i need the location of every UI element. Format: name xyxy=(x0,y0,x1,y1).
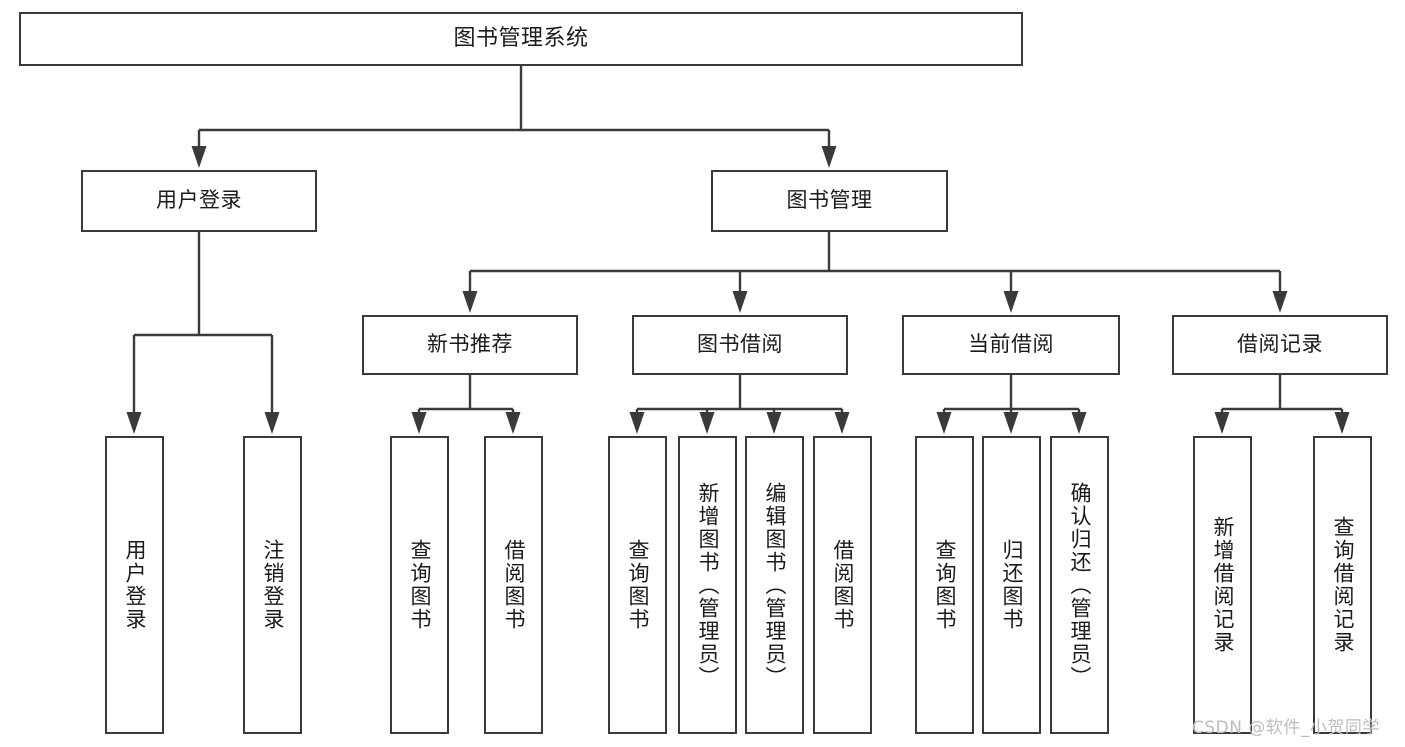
arrowhead-icon xyxy=(1071,412,1087,434)
arrowhead-icon xyxy=(936,412,952,434)
node-label: 查询图书 xyxy=(626,539,651,631)
arrowhead-icon xyxy=(191,146,207,168)
arrowhead-icon xyxy=(505,412,521,434)
node-leaf-query-book-3[interactable]: 查询图书 xyxy=(915,436,974,734)
node-label: 新书推荐 xyxy=(427,332,513,357)
node-label: 用户登录 xyxy=(156,188,242,213)
node-leaf-edit-book[interactable]: 编辑图书（管理员） xyxy=(745,436,804,734)
arrowhead-icon xyxy=(411,412,427,434)
node-label: 查询图书 xyxy=(408,539,433,631)
arrowhead-icon xyxy=(126,412,142,434)
node-borrow-record[interactable]: 借阅记录 xyxy=(1172,315,1388,375)
node-label: 查询借阅记录 xyxy=(1331,516,1356,654)
node-label: 用户登录 xyxy=(123,539,148,631)
node-leaf-return-book[interactable]: 归还图书 xyxy=(982,436,1041,734)
node-label: 借阅记录 xyxy=(1237,332,1323,357)
node-leaf-logout[interactable]: 注销登录 xyxy=(243,436,302,734)
node-label: 当前借阅 xyxy=(968,332,1054,357)
node-label: 借阅图书 xyxy=(831,539,856,631)
arrowhead-icon xyxy=(766,412,782,434)
node-leaf-borrow-book-2[interactable]: 借阅图书 xyxy=(813,436,872,734)
node-root-system[interactable]: 图书管理系统 xyxy=(19,12,1023,66)
node-label: 注销登录 xyxy=(261,539,286,631)
node-label: 归还图书 xyxy=(1000,539,1025,631)
node-label: 查询图书 xyxy=(933,539,958,631)
node-leaf-add-book[interactable]: 新增图书（管理员） xyxy=(678,436,737,734)
node-label: 新增图书（管理员） xyxy=(696,481,721,689)
arrowhead-icon xyxy=(629,412,645,434)
node-leaf-add-record[interactable]: 新增借阅记录 xyxy=(1193,436,1252,734)
arrowhead-icon xyxy=(264,412,280,434)
node-label: 图书管理系统 xyxy=(453,25,589,51)
arrowhead-icon xyxy=(1272,291,1288,313)
node-current-borrow[interactable]: 当前借阅 xyxy=(902,315,1120,375)
node-leaf-user-login[interactable]: 用户登录 xyxy=(105,436,164,734)
node-leaf-query-record[interactable]: 查询借阅记录 xyxy=(1313,436,1372,734)
arrowhead-icon xyxy=(1003,291,1019,313)
node-new-book-recommend[interactable]: 新书推荐 xyxy=(362,315,578,375)
node-label: 图书借阅 xyxy=(697,332,783,357)
node-leaf-confirm-return[interactable]: 确认归还（管理员） xyxy=(1050,436,1109,734)
edge-group xyxy=(126,66,1350,434)
node-book-borrow[interactable]: 图书借阅 xyxy=(632,315,848,375)
node-label: 借阅图书 xyxy=(502,539,527,631)
arrowhead-icon xyxy=(1334,412,1350,434)
arrowhead-icon xyxy=(462,291,478,313)
node-label: 新增借阅记录 xyxy=(1211,516,1236,654)
node-book-manage[interactable]: 图书管理 xyxy=(711,170,948,232)
node-label: 图书管理 xyxy=(786,188,873,213)
arrowhead-icon xyxy=(732,291,748,313)
node-label: 确认归还（管理员） xyxy=(1068,481,1093,689)
arrowhead-icon xyxy=(1003,412,1019,434)
arrowhead-icon xyxy=(1214,412,1230,434)
arrowhead-icon xyxy=(821,146,837,168)
arrowhead-icon xyxy=(834,412,850,434)
node-user-login[interactable]: 用户登录 xyxy=(81,170,317,232)
node-leaf-query-book-2[interactable]: 查询图书 xyxy=(608,436,667,734)
node-label: 编辑图书（管理员） xyxy=(763,481,788,689)
node-leaf-query-book-1[interactable]: 查询图书 xyxy=(390,436,449,734)
arrowhead-icon xyxy=(699,412,715,434)
node-leaf-borrow-book-1[interactable]: 借阅图书 xyxy=(484,436,543,734)
